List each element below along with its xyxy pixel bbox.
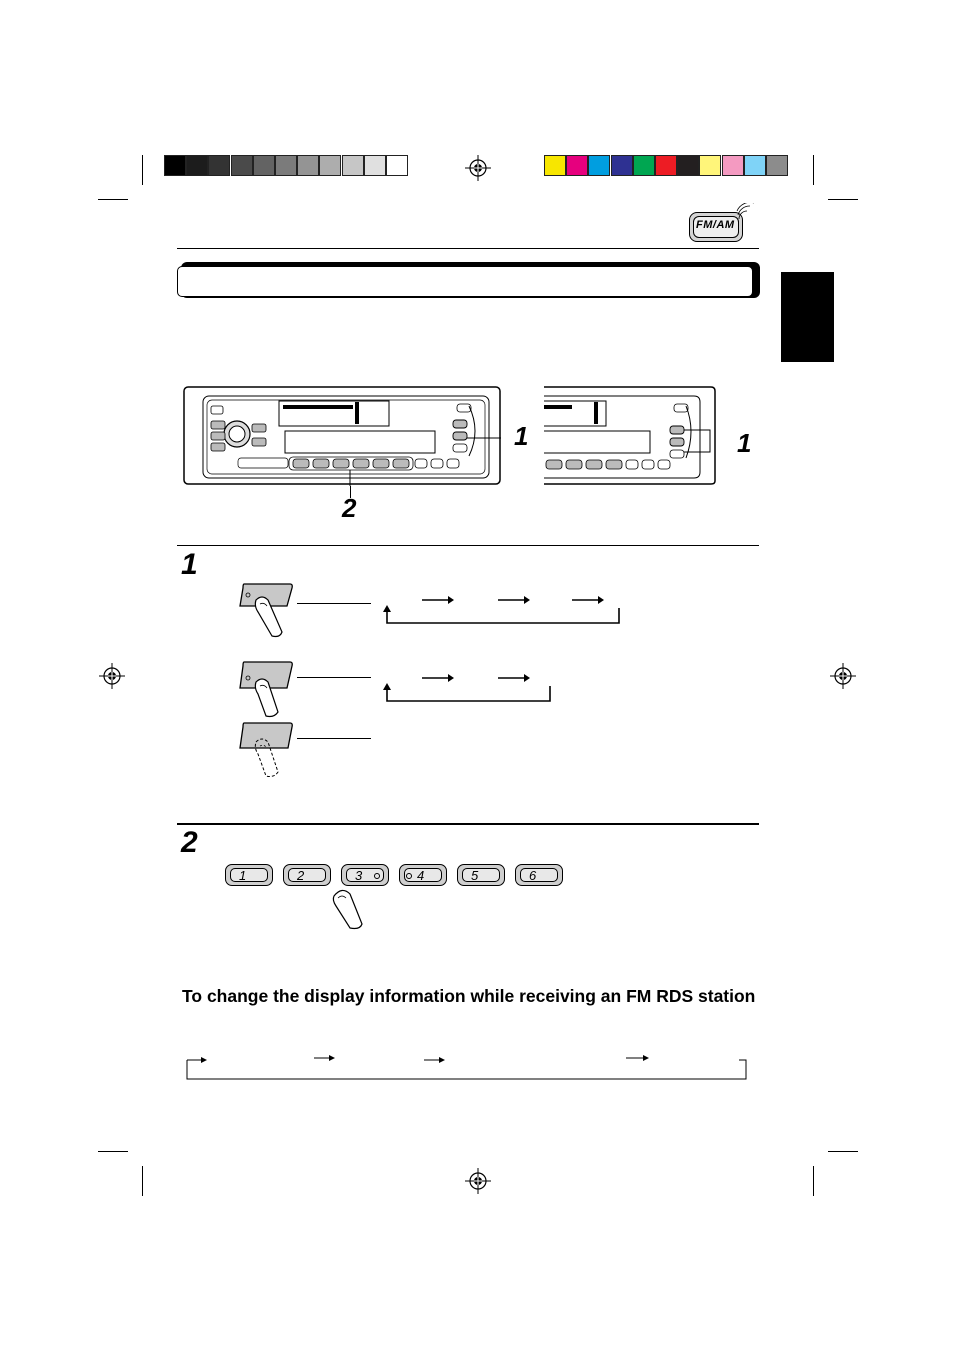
registration-target-icon bbox=[465, 1168, 491, 1194]
fm-am-label: FM/AM bbox=[696, 219, 735, 231]
callout-leader bbox=[350, 486, 351, 498]
finger-press-icon bbox=[239, 661, 293, 718]
gray-swatch bbox=[230, 155, 253, 176]
color-swatch bbox=[743, 155, 766, 176]
registration-target-icon bbox=[99, 663, 125, 689]
registration-target-icon bbox=[830, 663, 856, 689]
preset-button-2[interactable]: 2 bbox=[283, 864, 331, 886]
step-1b-leader bbox=[297, 677, 371, 678]
color-swatch bbox=[721, 155, 744, 176]
color-swatch bbox=[699, 155, 722, 176]
car-unit-diagram-right bbox=[544, 386, 716, 485]
crop-mark bbox=[98, 199, 128, 200]
gray-swatch bbox=[363, 155, 386, 176]
header-rule bbox=[177, 248, 759, 249]
fm-am-badge: FM/AM bbox=[689, 212, 743, 242]
registration-target-icon bbox=[465, 155, 491, 181]
step-1c-leader bbox=[297, 738, 371, 739]
preset-button-6[interactable]: 6 bbox=[515, 864, 563, 886]
led-dot-icon bbox=[406, 873, 412, 879]
gray-swatch bbox=[341, 155, 364, 176]
signal-waves-icon bbox=[736, 203, 754, 220]
step-2-number: 2 bbox=[181, 826, 198, 859]
crop-mark bbox=[828, 1151, 858, 1152]
color-swatch bbox=[588, 155, 611, 176]
gray-swatch bbox=[297, 155, 320, 176]
preset-label: 4 bbox=[404, 868, 442, 882]
title-banner bbox=[177, 266, 753, 297]
crop-mark bbox=[142, 155, 143, 185]
step-1-number: 1 bbox=[181, 548, 198, 581]
language-tab bbox=[781, 272, 834, 362]
gray-swatch bbox=[275, 155, 297, 176]
preset-button-3[interactable]: 3 bbox=[341, 864, 389, 886]
crop-mark bbox=[142, 1166, 143, 1196]
preset-label: 2 bbox=[288, 868, 326, 882]
diagram-callout-right-1: 1 bbox=[737, 428, 752, 458]
color-swatch bbox=[655, 155, 677, 176]
car-unit-diagram-left bbox=[183, 386, 501, 486]
finger-hold-icon bbox=[239, 722, 293, 777]
step-2-rule bbox=[177, 823, 759, 825]
gray-swatch bbox=[252, 155, 275, 176]
band-cycle-diagram bbox=[383, 596, 620, 624]
rds-display-cycle bbox=[186, 1055, 747, 1080]
gray-swatch bbox=[164, 155, 186, 176]
color-swatch bbox=[766, 155, 788, 176]
color-swatch bbox=[632, 155, 655, 176]
preset-button-4[interactable]: 4 bbox=[399, 864, 447, 886]
crop-mark bbox=[828, 199, 858, 200]
preset-button-1[interactable]: 1 bbox=[225, 864, 273, 886]
preset-label: 6 bbox=[520, 868, 558, 882]
rds-heading: To change the display information while … bbox=[182, 986, 756, 1006]
preset-label: 5 bbox=[462, 868, 500, 882]
finger-press-icon bbox=[332, 889, 363, 930]
gray-swatch bbox=[386, 155, 408, 176]
step-1a-leader bbox=[297, 603, 371, 604]
finger-press-icon bbox=[239, 583, 293, 638]
band-cycle-diagram-2 bbox=[383, 674, 551, 702]
crop-mark bbox=[813, 1166, 814, 1196]
crop-mark bbox=[98, 1151, 128, 1152]
color-swatch bbox=[610, 155, 633, 176]
color-swatch bbox=[566, 155, 589, 176]
led-dot-icon bbox=[374, 873, 380, 879]
step-1-rule bbox=[177, 545, 759, 546]
gray-swatch bbox=[186, 155, 209, 176]
preset-button-5[interactable]: 5 bbox=[457, 864, 505, 886]
diagram-callout-1: 1 bbox=[514, 421, 529, 451]
diagram-callout-2: 2 bbox=[342, 493, 357, 523]
preset-label: 1 bbox=[230, 868, 268, 882]
gray-swatch bbox=[208, 155, 231, 176]
color-swatch bbox=[677, 155, 700, 176]
crop-mark bbox=[813, 155, 814, 185]
gray-swatch bbox=[319, 155, 342, 176]
color-swatch bbox=[544, 155, 566, 176]
